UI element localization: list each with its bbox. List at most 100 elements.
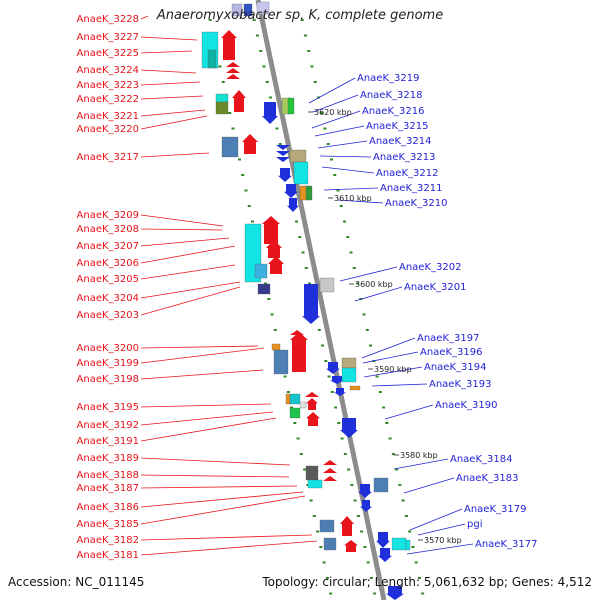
forward-gene-label[interactable]: AnaeK_3195 [77, 402, 139, 413]
forward-gene-chevron [323, 476, 337, 481]
tick-mark [417, 577, 421, 579]
reverse-gene-label[interactable]: AnaeK_3194 [424, 362, 486, 373]
reverse-gene-arrow [360, 500, 372, 512]
forward-gene-label[interactable]: AnaeK_3186 [77, 502, 139, 513]
label-leader-line [406, 543, 474, 555]
tick-mark [262, 65, 266, 68]
tick-mark [365, 329, 369, 331]
reverse-gene-label[interactable]: AnaeK_3179 [464, 504, 526, 515]
tick-mark [312, 515, 316, 517]
tick-mark [326, 143, 330, 145]
reverse-gene-label[interactable]: AnaeK_3210 [385, 198, 447, 209]
gene-box [285, 393, 291, 405]
reverse-gene-label[interactable]: AnaeK_3213 [373, 152, 435, 163]
forward-gene-label[interactable]: AnaeK_3209 [77, 210, 139, 221]
reverse-gene-label[interactable]: AnaeK_3218 [360, 90, 422, 101]
label-leader-line [140, 411, 274, 426]
reverse-gene-label[interactable]: AnaeK_3177 [475, 539, 537, 550]
forward-gene-label[interactable]: AnaeK_3206 [77, 258, 139, 269]
forward-gene-label[interactable]: AnaeK_3204 [77, 293, 139, 304]
label-leader-line [140, 109, 206, 117]
label-leader-line [339, 266, 398, 282]
tick-mark [244, 189, 248, 192]
forward-gene-label[interactable]: AnaeK_3208 [77, 224, 139, 235]
gene-box [341, 357, 357, 369]
forward-gene-chevron [290, 330, 304, 335]
reverse-gene-label[interactable]: AnaeK_3201 [404, 282, 466, 293]
tick-mark [369, 577, 373, 579]
reverse-gene-arrow [302, 284, 320, 324]
reverse-gene-label[interactable]: AnaeK_3196 [420, 347, 482, 358]
label-leader-line [321, 166, 375, 174]
forward-gene-label[interactable]: AnaeK_3182 [77, 535, 139, 546]
label-leader-line [362, 351, 419, 364]
gene-box [289, 393, 301, 405]
reverse-gene-arrow [326, 362, 340, 374]
gene-box [257, 283, 271, 295]
forward-gene-label[interactable]: AnaeK_3217 [77, 152, 139, 163]
forward-gene-label[interactable]: AnaeK_3223 [77, 80, 139, 91]
tick-mark [309, 499, 313, 502]
forward-gene-label[interactable]: AnaeK_3187 [77, 483, 139, 494]
forward-gene-label[interactable]: AnaeK_3188 [77, 470, 139, 481]
forward-gene-label[interactable]: AnaeK_3181 [77, 550, 139, 561]
reverse-gene-label[interactable]: AnaeK_3219 [357, 73, 419, 84]
forward-gene-label[interactable]: AnaeK_3207 [77, 241, 139, 252]
scale-marker-label: 3610 kbp [334, 194, 372, 203]
tick-mark [347, 468, 351, 471]
reverse-gene-label[interactable]: AnaeK_3184 [450, 454, 512, 465]
gene-box [231, 3, 243, 17]
scale-marker-label: 3590 kbp [374, 365, 412, 374]
reverse-gene-label[interactable]: pgi [467, 519, 482, 530]
label-leader-line [140, 50, 193, 54]
gene-box [319, 519, 335, 533]
forward-gene-arrow [232, 90, 246, 112]
forward-gene-label[interactable]: AnaeK_3189 [77, 453, 139, 464]
reverse-gene-label[interactable]: AnaeK_3202 [399, 262, 461, 273]
tick-mark [404, 515, 408, 517]
gene-box [349, 385, 361, 391]
forward-gene-label[interactable]: AnaeK_3185 [77, 519, 139, 530]
label-leader-line [363, 366, 423, 378]
forward-gene-label[interactable]: AnaeK_3224 [77, 65, 139, 76]
forward-gene-label[interactable]: AnaeK_3191 [77, 436, 139, 447]
reverse-gene-label[interactable]: AnaeK_3190 [435, 400, 497, 411]
reverse-gene-label[interactable]: AnaeK_3215 [366, 121, 428, 132]
reverse-gene-label[interactable]: AnaeK_3193 [429, 379, 491, 390]
reverse-gene-label[interactable]: AnaeK_3197 [417, 333, 479, 344]
reverse-gene-arrow [340, 418, 358, 438]
forward-gene-label[interactable]: AnaeK_3228 [77, 14, 139, 25]
forward-gene-label[interactable]: AnaeK_3225 [77, 48, 139, 59]
reverse-gene-label[interactable]: AnaeK_3216 [362, 106, 424, 117]
forward-gene-label[interactable]: AnaeK_3203 [77, 310, 139, 321]
gene-features [201, 1, 411, 600]
forward-gene-label[interactable]: AnaeK_3221 [77, 111, 139, 122]
reverse-gene-label[interactable]: AnaeK_3212 [376, 168, 438, 179]
gene-box [323, 537, 337, 551]
gene-box [215, 101, 229, 115]
forward-gene-label[interactable]: AnaeK_3198 [77, 374, 139, 385]
forward-gene-label[interactable]: AnaeK_3205 [77, 274, 139, 285]
tick-mark [350, 484, 354, 486]
label-leader-line [140, 403, 272, 408]
tick-mark [317, 329, 321, 331]
forward-gene-label[interactable]: AnaeK_3200 [77, 343, 139, 354]
forward-gene-label[interactable]: AnaeK_3199 [77, 358, 139, 369]
label-leader-line [140, 485, 298, 489]
reverse-gene-label[interactable]: AnaeK_3214 [369, 136, 431, 147]
forward-gene-label[interactable]: AnaeK_3192 [77, 420, 139, 431]
tick-mark [273, 329, 277, 331]
forward-gene-label[interactable]: AnaeK_3220 [77, 124, 139, 135]
reverse-gene-label[interactable]: AnaeK_3183 [456, 473, 518, 484]
forward-gene-label[interactable]: AnaeK_3222 [77, 94, 139, 105]
tick-mark [228, 112, 232, 114]
reverse-gene-label[interactable]: AnaeK_3211 [380, 183, 442, 194]
gene-box [256, 1, 270, 15]
forward-gene-arrow [221, 30, 237, 60]
label-leader-line [354, 286, 403, 302]
tick-mark [267, 298, 271, 300]
tick-mark [327, 375, 331, 378]
tick-mark [349, 251, 353, 254]
forward-gene-label[interactable]: AnaeK_3227 [77, 32, 139, 43]
